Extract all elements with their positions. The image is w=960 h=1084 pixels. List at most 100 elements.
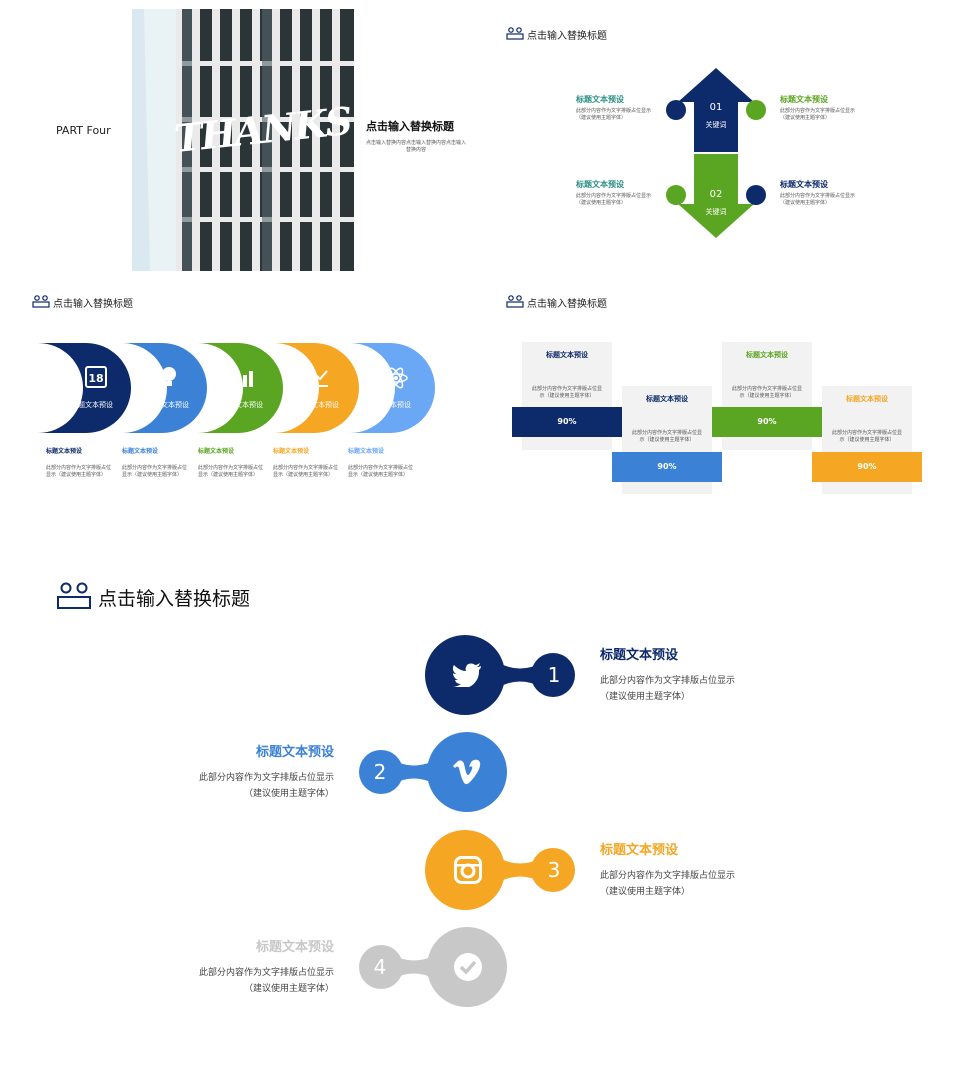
card-title: 标题文本预设	[746, 351, 788, 359]
slide1-title: 点击输入替换标题	[366, 120, 454, 133]
bank-icon	[746, 185, 766, 205]
step-desc-line2: （建议使用主题字体）	[600, 692, 691, 702]
card-desc: 此部分内容作为文字排版占位显示（建议使用主题字体）	[631, 430, 702, 443]
arrow-down-label: 关键词	[705, 208, 727, 216]
card-title: 标题文本预设	[646, 395, 688, 403]
segment-text-2: 标题文本预设 此部分内容作为文字排版占位显示（建议使用主题字体）	[122, 446, 188, 479]
card-title: 标题文本预设	[546, 351, 588, 359]
building-chart-icon	[666, 100, 686, 120]
people-desk-icon	[57, 582, 91, 609]
segment-title: 标题文本预设	[348, 448, 385, 455]
segment-title: 标题文本预设	[46, 448, 83, 455]
item-desc: 此部分内容作为文字排版占位显示（建议使用主题字体）	[780, 193, 856, 206]
step-1-text: 标题文本预设 此部分内容作为文字排版占位显示 （建议使用主题字体）	[600, 644, 800, 702]
segment-shape-2	[122, 343, 207, 433]
segment-title: 标题文本预设	[198, 448, 235, 455]
building-illustration	[132, 9, 354, 271]
slide2-header: 点击输入替换标题	[527, 31, 607, 42]
card-value: 90%	[757, 417, 777, 426]
step-1-shape	[425, 635, 575, 715]
building-photo: THANKS	[132, 9, 354, 271]
step-2-shape	[359, 732, 507, 812]
arrow-up-shape	[678, 68, 754, 152]
slide-social-steps: 点击输入替换标题 1 标题文本预设 此部分内容作为文字排版占位显示 （建议使用主…	[0, 542, 960, 1084]
card-value: 90%	[557, 417, 577, 426]
people-desk-icon	[32, 295, 50, 308]
item-desc: 此部分内容作为文字排版占位显示（建议使用主题字体）	[780, 108, 856, 121]
step-desc-line1: 此部分内容作为文字排版占位显示	[198, 773, 334, 783]
item-desc: 此部分内容作为文字排版占位显示（建议使用主题字体）	[576, 193, 652, 206]
people-desk-icon	[506, 295, 524, 308]
item-title: 标题文本预设	[780, 95, 828, 104]
item-title: 标题文本预设	[576, 95, 624, 104]
card-desc: 此部分内容作为文字排版占位显示（建议使用主题字体）	[731, 386, 802, 399]
card-bar-1: 90%	[512, 407, 622, 437]
item-bottom-right: 标题文本预设 此部分内容作为文字排版占位显示（建议使用主题字体）	[780, 179, 860, 207]
segment-text-1: 标题文本预设 此部分内容作为文字排版占位显示（建议使用主题字体）	[46, 446, 112, 479]
step-title: 标题文本预设	[255, 940, 334, 955]
lightbulb-icon	[162, 367, 176, 386]
calendar-number: 18	[88, 372, 104, 385]
step-desc-line1: 此部分内容作为文字排版占位显示	[600, 871, 736, 881]
segment-label-3: 标题文本预设	[221, 401, 263, 409]
segment-desc: 此部分内容作为文字排版占位显示（建议使用主题字体）	[122, 465, 188, 478]
segment-label-2: 标题文本预设	[147, 401, 189, 409]
calendar-icon: 18	[85, 366, 107, 388]
segment-desc: 此部分内容作为文字排版占位显示（建议使用主题字体）	[273, 465, 339, 478]
step-4-number: 4	[373, 955, 387, 979]
segment-text-5: 标题文本预设 此部分内容作为文字排版占位显示（建议使用主题字体）	[348, 446, 414, 479]
slide-segments: 点击输入替换标题 18 标题文本预设 标题文本预设 标题文本预设 标题文本预设 …	[0, 272, 480, 542]
bar-growth-icon	[231, 371, 253, 387]
step-desc-line1: 此部分内容作为文字排版占位显示	[600, 676, 736, 686]
arrow-down-shape	[678, 154, 754, 238]
segment-title: 标题文本预设	[122, 448, 159, 455]
part-label: PART Four	[56, 124, 111, 137]
card-desc: 此部分内容作为文字排版占位显示（建议使用主题字体）	[831, 430, 902, 443]
step-desc-line2: （建议使用主题字体）	[243, 789, 334, 799]
slide4-header: 点击输入替换标题	[527, 299, 607, 310]
segment-text-4: 标题文本预设 此部分内容作为文字排版占位显示（建议使用主题字体）	[273, 446, 339, 479]
card-bar-3: 90%	[712, 407, 822, 437]
segment-label-4: 标题文本预设	[297, 401, 339, 409]
step-title: 标题文本预设	[600, 843, 679, 858]
line-chart-icon	[307, 368, 328, 387]
item-title: 标题文本预设	[780, 180, 828, 189]
card-bar-2: 90%	[612, 452, 722, 482]
card-value: 90%	[657, 462, 677, 471]
up-down-arrows	[678, 68, 754, 238]
segment-shape-4	[274, 343, 359, 433]
slide5-header: 点击输入替换标题	[98, 588, 251, 610]
segment-band	[38, 343, 435, 433]
segment-desc: 此部分内容作为文字排版占位显示（建议使用主题字体）	[348, 465, 414, 478]
slide-thanks: PART Four	[0, 0, 480, 272]
twitter-icon	[452, 663, 481, 687]
image-icon	[746, 100, 766, 120]
step-3-text: 标题文本预设 此部分内容作为文字排版占位显示 （建议使用主题字体）	[600, 839, 800, 897]
segment-shape-3	[198, 343, 283, 433]
segment-label-1: 标题文本预设	[71, 401, 113, 409]
card-bar-4: 90%	[812, 452, 922, 482]
slide-cards: 点击输入替换标题 标题文本预设 此部分内容作为文字排版占位显示（建议使用主题字体…	[480, 272, 960, 542]
slide-arrows: 点击输入替换标题 01 关键词 02 关键词 标题文本预设 此部分内容作为文字排…	[480, 0, 960, 272]
segment-desc: 此部分内容作为文字排版占位显示（建议使用主题字体）	[198, 465, 264, 478]
segment-shape-5	[350, 343, 435, 433]
card-value: 90%	[857, 462, 877, 471]
card-desc: 此部分内容作为文字排版占位显示（建议使用主题字体）	[531, 386, 602, 399]
step-desc-line2: （建议使用主题字体）	[243, 984, 334, 994]
vimeo-icon	[453, 759, 481, 785]
step-title: 标题文本预设	[255, 745, 334, 760]
arrow-down-num: 02	[709, 189, 723, 200]
step-1-number: 1	[547, 663, 561, 687]
step-3-shape	[425, 830, 575, 910]
segment-shape-1	[38, 343, 131, 433]
step-2-text: 标题文本预设 此部分内容作为文字排版占位显示 （建议使用主题字体）	[134, 741, 334, 799]
step-desc-line2: （建议使用主题字体）	[600, 887, 691, 897]
step-desc-line1: 此部分内容作为文字排版占位显示	[198, 968, 334, 978]
slide1-desc: 点击输入替换内容点击输入替换内容点击输入替换内容	[366, 140, 467, 153]
item-desc: 此部分内容作为文字排版占位显示（建议使用主题字体）	[576, 108, 652, 121]
step-2-number: 2	[373, 760, 387, 784]
step-title: 标题文本预设	[600, 648, 679, 663]
segment-title: 标题文本预设	[273, 448, 310, 455]
step-3-number: 3	[547, 858, 561, 882]
segment-text-3: 标题文本预设 此部分内容作为文字排版占位显示（建议使用主题字体）	[198, 446, 264, 479]
